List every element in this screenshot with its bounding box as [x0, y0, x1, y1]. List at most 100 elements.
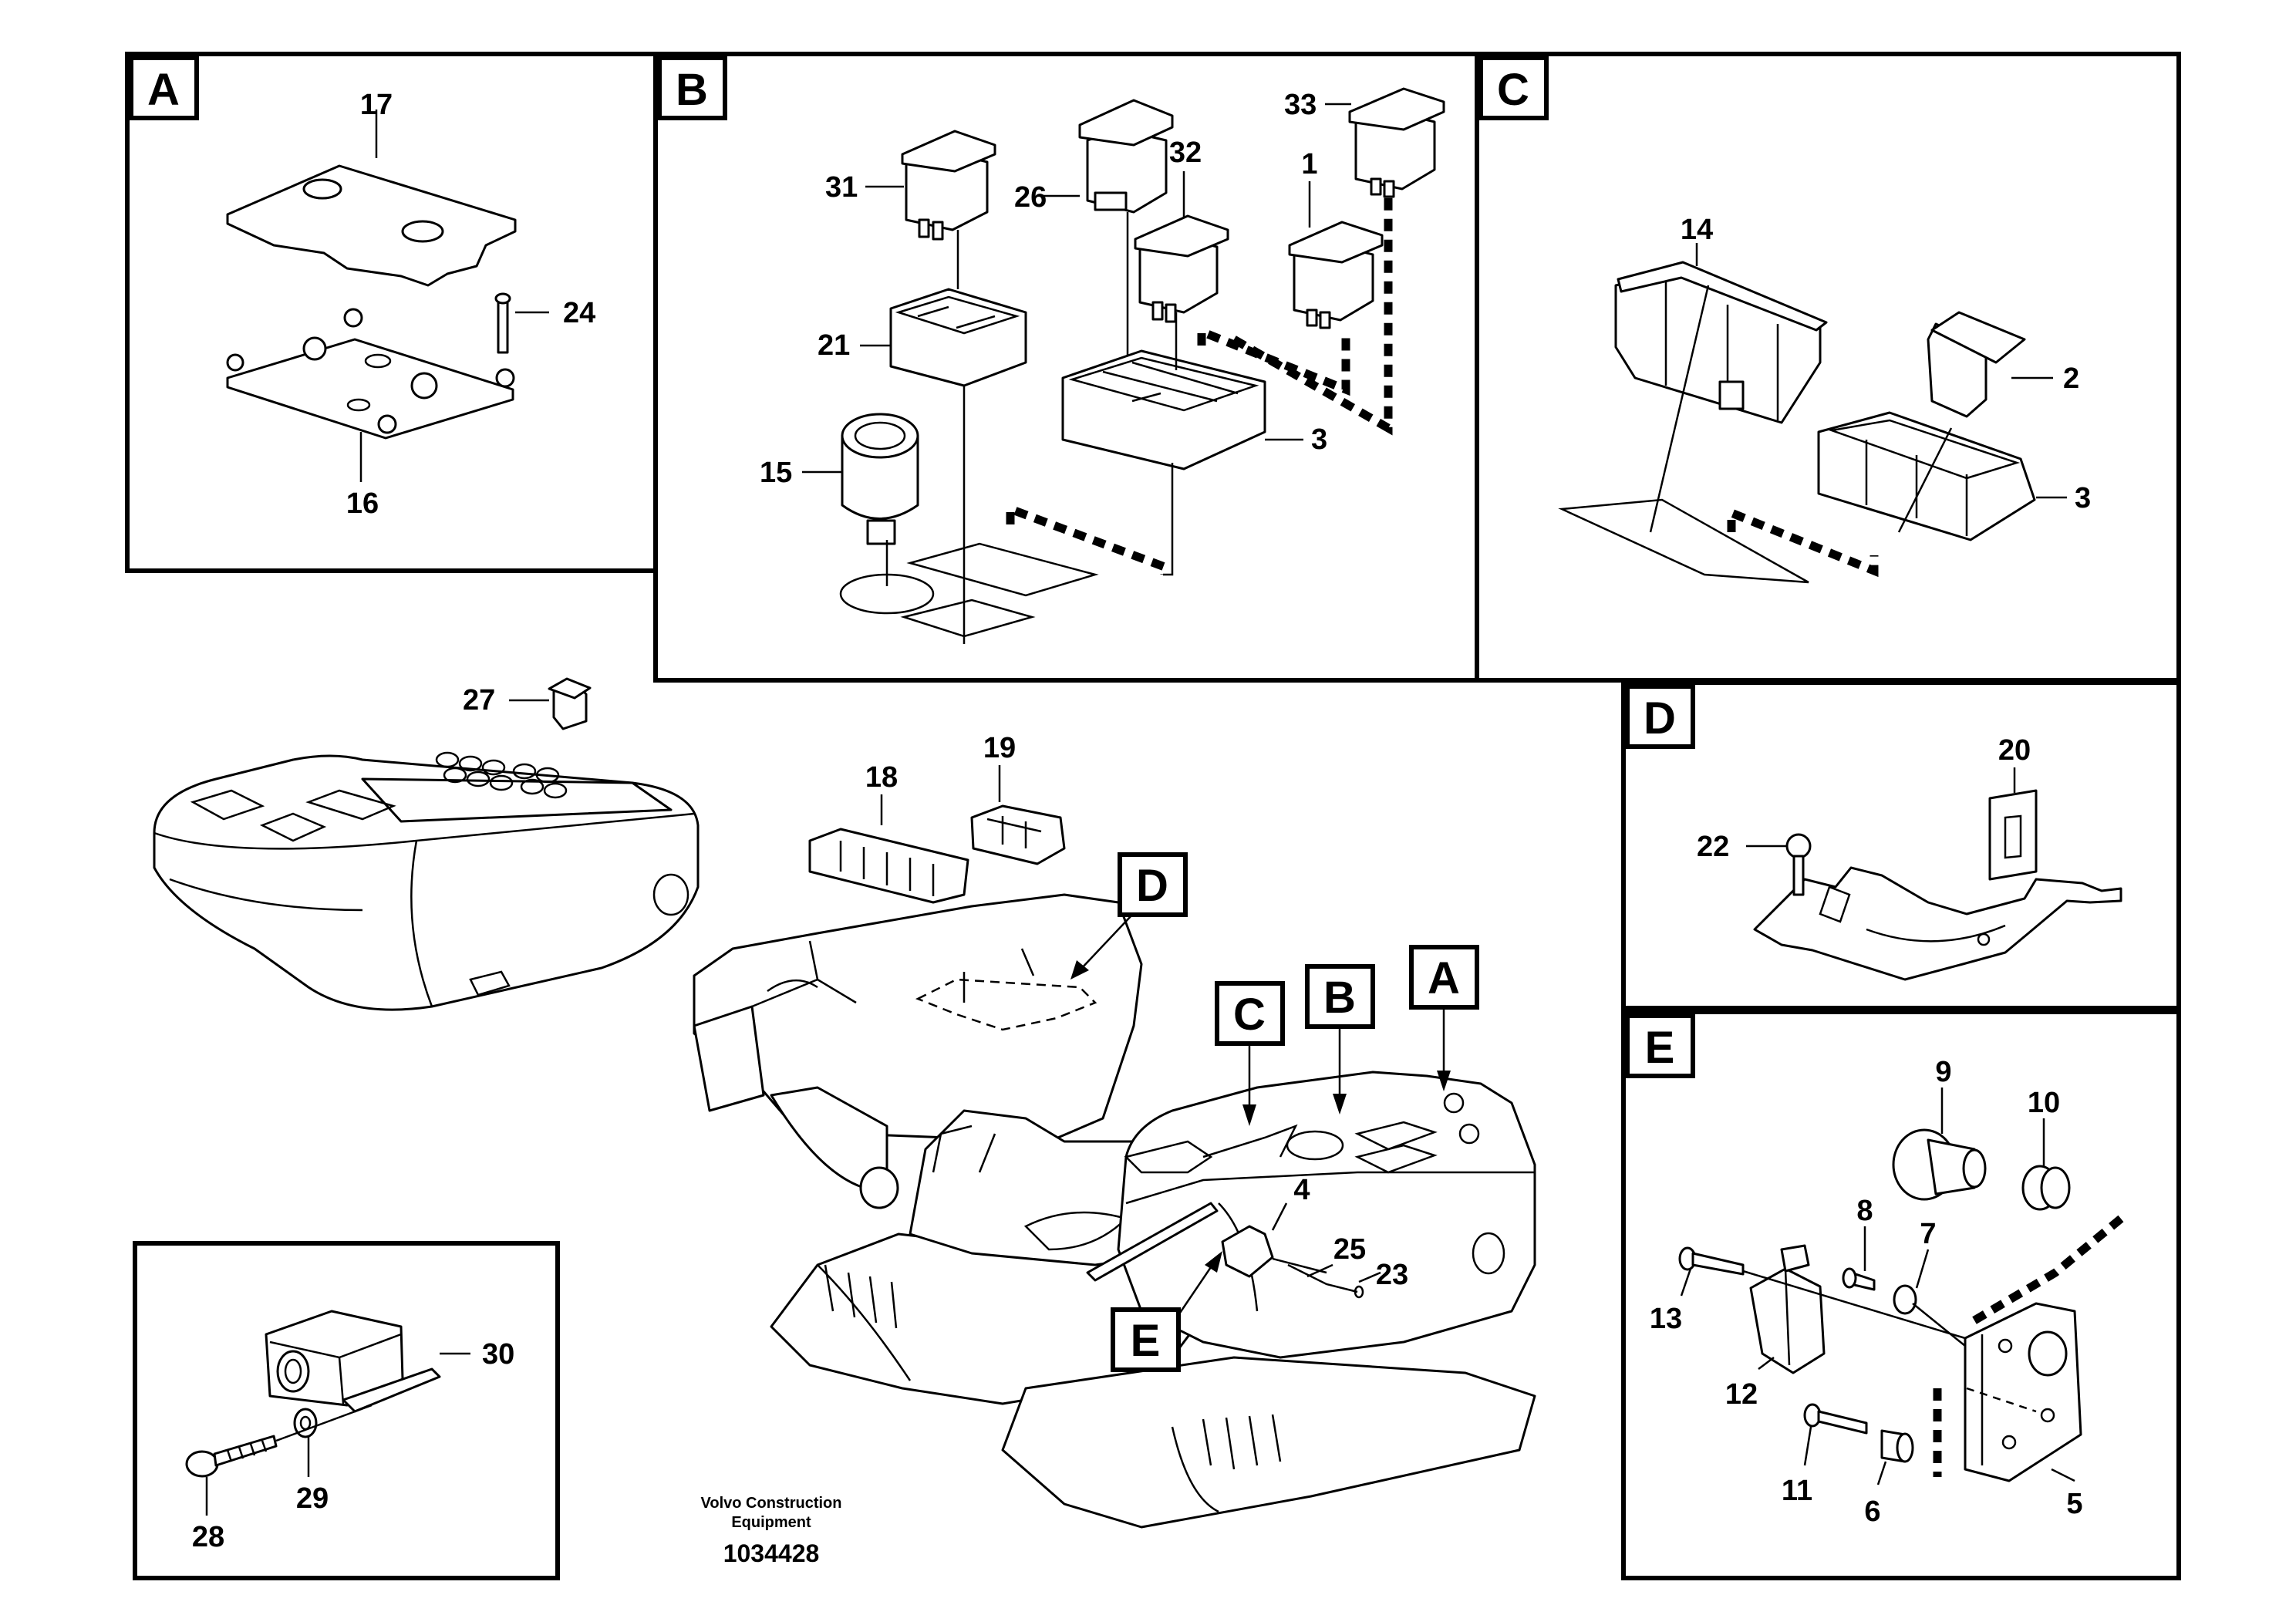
panel-c-parts: 14 2 3 [1558, 214, 2091, 584]
callout-5: 5 [2066, 1488, 2082, 1520]
screw-24 [497, 295, 509, 354]
console-housing [153, 754, 700, 1011]
location-tag-c: C [1215, 981, 1285, 1126]
manufacturer-line-1: Volvo Construction [701, 1495, 842, 1512]
cover-knob-right [401, 220, 444, 243]
callout-7: 7 [1920, 1218, 1936, 1250]
plate-hole-2 [346, 398, 371, 412]
tag-e: E [1625, 1013, 1695, 1078]
callout-13: 13 [1650, 1303, 1682, 1335]
location-tag-a: A [1409, 945, 1479, 1091]
dashed-wire-c [1727, 506, 1879, 578]
manufacturer-line-2: Equipment [731, 1514, 811, 1531]
lever-rod [1086, 1202, 1219, 1282]
callout-11: 11 [1782, 1475, 1812, 1507]
bolt-28-head [185, 1450, 219, 1478]
callout-10: 10 [2028, 1087, 2060, 1119]
left-console [693, 893, 1143, 1143]
base-plate-16 [226, 338, 514, 440]
callout-8: 8 [1856, 1195, 1873, 1227]
panel-b-frame [653, 52, 1479, 683]
tag-c-label: C [1497, 65, 1529, 115]
location-tag-e: E [1111, 1251, 1222, 1372]
callout-32: 32 [1169, 137, 1202, 169]
tag-a-label: A [147, 65, 180, 115]
callout-18: 18 [865, 761, 898, 794]
svg-text:B: B [1323, 973, 1356, 1023]
plate-post-6 [377, 414, 397, 434]
plate-post-4 [410, 372, 438, 400]
console-keypad [435, 751, 568, 799]
dashed-wire-e1 [1972, 1215, 2124, 1324]
footprint-rect [906, 542, 1099, 597]
callout-23: 23 [1376, 1259, 1408, 1291]
callout-6: 6 [1864, 1496, 1880, 1528]
footprint-square [900, 599, 1036, 638]
callout-2: 2 [2063, 363, 2079, 395]
callout-31: 31 [825, 171, 858, 204]
plate-post-1 [226, 353, 244, 372]
callout-20: 20 [1998, 734, 2031, 767]
svg-text:C: C [1233, 990, 1266, 1040]
svg-text:A: A [1428, 953, 1460, 1003]
plate-post-3 [302, 336, 327, 361]
bottom-plate [1001, 1356, 1536, 1529]
central-assembly: 18 19 [693, 732, 1536, 1529]
callout-28: 28 [192, 1521, 224, 1553]
outline-d-location [915, 978, 1097, 1031]
cover-plate-17 [226, 164, 517, 287]
callout-26: 26 [1014, 181, 1047, 214]
panel-e-frame [1621, 1010, 2181, 1580]
inset-parts: 30 29 28 [185, 1310, 514, 1553]
drawing-number: 1034428 [723, 1539, 820, 1567]
callout-14: 14 [1681, 214, 1713, 246]
switch-frame-3 [1061, 349, 1266, 470]
callout-15: 15 [760, 457, 792, 489]
callout-17: 17 [360, 89, 393, 121]
footprint-c [1558, 498, 1809, 584]
dashed-wire-b1 [1006, 503, 1169, 575]
plate-post-2 [343, 308, 363, 328]
panel-a-parts: 17 24 16 [226, 89, 595, 520]
callout-27: 27 [463, 684, 495, 717]
callout-24: 24 [563, 297, 595, 329]
right-console [1117, 1071, 1536, 1359]
tag-e-label: E [1645, 1023, 1675, 1073]
callout-21: 21 [818, 329, 850, 362]
screw-22 [1792, 855, 1805, 896]
plate-hole-1 [364, 353, 392, 369]
plate-post-5 [495, 368, 515, 388]
tag-a: A [129, 56, 199, 120]
screw-24-head [494, 292, 511, 305]
callout-19: 19 [983, 732, 1016, 764]
panel-e-parts: 9 10 8 7 13 12 11 6 5 [1650, 1056, 2124, 1528]
tag-c: C [1478, 56, 1549, 120]
switch-frame-21 [889, 288, 1027, 387]
callout-16: 16 [346, 487, 379, 520]
potentiometer-4 [1221, 1225, 1274, 1278]
bracket-20 [1753, 866, 2122, 981]
footer: Volvo Construction Equipment 1034428 [701, 1495, 842, 1567]
callout-33: 33 [1284, 89, 1317, 121]
tag-b: B [657, 56, 727, 120]
washer-7 [1893, 1284, 1917, 1315]
location-tag-d: D [1070, 852, 1188, 980]
switch-block-18 [808, 828, 969, 904]
dashed-wire-b3 [1232, 193, 1393, 436]
panel-b-parts: 31 26 32 33 1 21 3 15 [760, 87, 1445, 644]
panel-d-parts: 22 20 [1697, 734, 2122, 981]
svg-text:E: E [1131, 1316, 1161, 1366]
cover-knob-left [302, 178, 342, 200]
tag-b-label: B [676, 65, 708, 115]
panel-d-frame [1621, 680, 2181, 1010]
callout-1: 1 [1301, 148, 1317, 180]
location-tag-b: B [1305, 964, 1375, 1114]
callout-4: 4 [1293, 1174, 1310, 1206]
callout-3-b: 3 [1311, 423, 1327, 456]
tag-d: D [1625, 684, 1695, 749]
callout-22: 22 [1697, 831, 1729, 863]
side-console: 27 [153, 677, 700, 1011]
callout-9: 9 [1935, 1056, 1951, 1088]
washer-29 [293, 1408, 318, 1438]
